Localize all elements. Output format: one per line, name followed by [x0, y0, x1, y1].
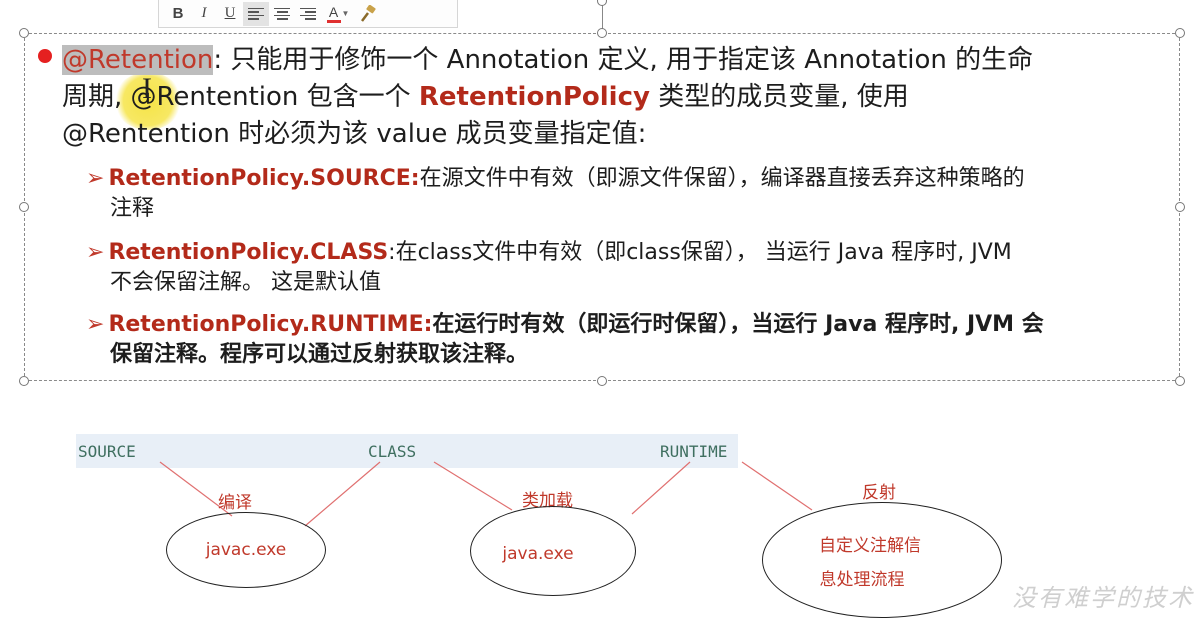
rotate-handle[interactable] [597, 0, 607, 6]
arrow-bullet-icon: ➢ [86, 166, 105, 191]
resize-handle-bl[interactable] [19, 376, 29, 386]
policy-runtime-desc2: 保留注释。程序可以通过反射获取该注释。 [110, 342, 529, 367]
policy-class-desc: :在class文件中有效（即class保留）， 当运行 Java 程序时, JV… [388, 240, 1012, 265]
policy-runtime-desc: 在运行时有效（即运行时保留），当运行 Java 程序时, JVM 会 [432, 312, 1044, 337]
reflection-node [762, 502, 1002, 618]
resize-handle-tr[interactable] [1175, 28, 1185, 38]
align-left-icon [248, 7, 264, 20]
policy-source-desc: 在源文件中有效（即源文件保留），编译器直接丢弃这种策略的 [419, 166, 1025, 191]
align-right-icon [300, 7, 316, 20]
align-center-icon [274, 7, 290, 20]
main-line2-a: 周期, @Rentention 包含一个 [62, 82, 419, 112]
align-left-button[interactable] [243, 1, 269, 26]
bullet-dot [38, 49, 52, 63]
rotate-connector [602, 0, 603, 33]
chevron-down-icon: ▼ [341, 9, 350, 18]
timeline-source-label: SOURCE [78, 442, 136, 461]
font-color-icon: A [326, 5, 341, 23]
policy-class-label: RetentionPolicy.CLASS [108, 240, 389, 265]
italic-button[interactable]: I [201, 5, 207, 21]
main-line3: @Rentention 时必须为该 value 成员变量指定值: [62, 119, 647, 149]
resize-handle-tm[interactable] [597, 28, 607, 38]
java-node-label: java.exe [502, 544, 574, 564]
resize-handle-bm[interactable] [597, 376, 607, 386]
policy-keyword: RetentionPolicy [418, 82, 650, 112]
javac-node [166, 512, 326, 588]
main-paragraph[interactable]: @Retention: 只能用于修饰一个 Annotation 定义, 用于指定… [62, 42, 1162, 153]
arrow-bullet-icon: ➢ [86, 240, 105, 265]
reflection-node-label-2: 息处理流程 [819, 570, 905, 590]
arrow-bullet-icon: ➢ [86, 312, 105, 337]
format-painter-button[interactable] [355, 2, 381, 26]
text-cursor-icon: I [142, 72, 152, 105]
resize-handle-tl[interactable] [19, 28, 29, 38]
policy-class-desc2: 不会保留注解。 这是默认值 [110, 270, 381, 295]
align-center-button[interactable] [269, 2, 295, 26]
stage-compile-label: 编译 [218, 493, 252, 513]
align-right-button[interactable] [295, 2, 321, 26]
resize-handle-br[interactable] [1175, 376, 1185, 386]
main-line1: : 只能用于修饰一个 Annotation 定义, 用于指定该 Annotati… [213, 45, 1034, 75]
retention-keyword: @Retention [62, 45, 214, 75]
resize-handle-mr[interactable] [1175, 202, 1185, 212]
underline-button[interactable]: U [224, 5, 236, 21]
bold-button[interactable]: B [172, 5, 184, 22]
policy-runtime-label: RetentionPolicy.RUNTIME: [108, 312, 433, 337]
bullet-runtime: ➢RetentionPolicy.RUNTIME:在运行时有效（即运行时保留），… [86, 310, 1176, 370]
cursor-highlight [114, 72, 182, 130]
bullet-source: ➢RetentionPolicy.SOURCE:在源文件中有效（即源文件保留），… [86, 164, 1176, 224]
stage-reflection-label: 反射 [862, 483, 896, 503]
main-line2-b: 类型的成员变量, 使用 [649, 82, 909, 112]
policy-source-desc2: 注释 [110, 196, 155, 221]
font-color-button[interactable]: A ▼ [321, 2, 355, 26]
bullet-class: ➢RetentionPolicy.CLASS:在class文件中有效（即clas… [86, 238, 1176, 298]
java-node [470, 506, 636, 596]
javac-node-label: javac.exe [205, 540, 287, 560]
timeline-class-label: CLASS [368, 442, 417, 461]
timeline-bar [76, 434, 738, 468]
format-toolbar: B I U A ▼ [158, 0, 458, 28]
resize-handle-ml[interactable] [19, 202, 29, 212]
policy-source-label: RetentionPolicy.SOURCE: [108, 166, 420, 191]
reflection-node-label-1: 自定义注解信 [819, 536, 921, 556]
watermark: 没有难学的技术 [1012, 584, 1194, 612]
format-painter-icon [361, 4, 376, 22]
timeline-runtime-label: RUNTIME [660, 442, 728, 461]
